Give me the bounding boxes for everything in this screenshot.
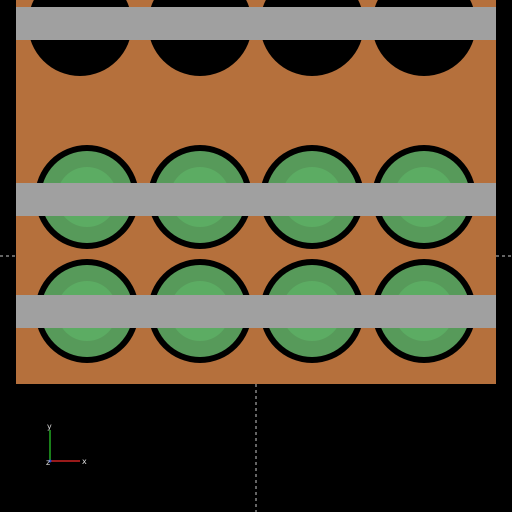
axis-indicator: x y z [46,422,87,467]
z-axis-dot [48,459,52,463]
y-axis-label: y [47,422,52,431]
x-axis-label: x [82,457,87,466]
crosshair-guides [0,255,512,512]
model-board[interactable] [16,0,496,384]
grey-bar[interactable] [16,295,496,328]
grey-bars [16,7,496,328]
grey-bar[interactable] [16,183,496,216]
z-axis-label: z [46,458,50,467]
grey-bar[interactable] [16,7,496,40]
row-green-discs-1 [35,145,476,249]
